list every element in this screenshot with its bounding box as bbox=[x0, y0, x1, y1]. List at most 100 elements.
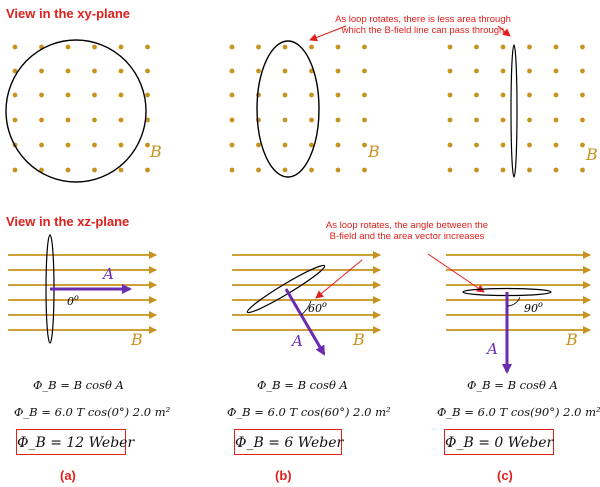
field-dot bbox=[118, 142, 124, 148]
field-dot bbox=[553, 68, 559, 74]
field-dot bbox=[553, 44, 559, 50]
field-dot bbox=[447, 92, 453, 98]
angle-label-a: 0o bbox=[67, 293, 79, 308]
field-dot bbox=[553, 92, 559, 98]
field-dot bbox=[65, 167, 71, 173]
field-dot bbox=[118, 44, 124, 50]
field-dot bbox=[92, 142, 97, 148]
field-dot bbox=[474, 92, 479, 98]
area-note-arrow-left bbox=[309, 25, 347, 42]
field-dot bbox=[65, 142, 71, 148]
field-dot bbox=[39, 117, 44, 123]
field-label-xy-b: B bbox=[367, 142, 380, 161]
field-dot bbox=[145, 68, 150, 74]
field-dot bbox=[92, 44, 97, 50]
field-dot bbox=[65, 44, 71, 50]
field-dot bbox=[92, 92, 97, 98]
field-dot bbox=[65, 92, 71, 98]
equation-general-b: Φ_B = B cosθ A bbox=[257, 378, 348, 392]
field-dot bbox=[362, 117, 367, 123]
field-dot bbox=[309, 92, 314, 98]
angle-label-b: 60o bbox=[308, 300, 327, 315]
angle-note-arrow-right bbox=[427, 253, 485, 293]
field-dot bbox=[335, 68, 341, 74]
field-dot bbox=[447, 117, 453, 123]
field-dot bbox=[580, 92, 585, 98]
field-dot bbox=[335, 142, 341, 148]
field-dot bbox=[229, 167, 235, 173]
field-dot bbox=[335, 167, 341, 173]
field-dot bbox=[39, 68, 44, 74]
field-dot bbox=[118, 92, 124, 98]
field-dot bbox=[527, 117, 532, 123]
field-dot bbox=[256, 167, 261, 173]
field-dot bbox=[145, 44, 150, 50]
field-dot bbox=[500, 167, 506, 173]
area-note-arrow-right bbox=[497, 25, 511, 37]
field-dot bbox=[118, 117, 124, 123]
area-note: As loop rotates, there is less area thro… bbox=[335, 14, 511, 36]
field-dot bbox=[553, 142, 559, 148]
loop-edge-on bbox=[510, 44, 518, 178]
loop-tilted bbox=[256, 40, 320, 178]
field-dot bbox=[362, 142, 367, 148]
xz-plane-title: View in the xz-plane bbox=[6, 214, 130, 229]
field-dot bbox=[39, 92, 44, 98]
field-dots-group bbox=[12, 44, 585, 173]
equation-numeric-c: Φ_B = 6.0 T cos(90°) 2.0 m² bbox=[437, 405, 600, 419]
field-dot bbox=[362, 167, 367, 173]
field-dot bbox=[145, 142, 150, 148]
panel-label-b: (b) bbox=[275, 468, 292, 483]
field-dot bbox=[527, 167, 532, 173]
field-dot bbox=[282, 68, 288, 74]
field-dot bbox=[65, 117, 71, 123]
field-dot bbox=[335, 92, 341, 98]
loop-face-on bbox=[5, 39, 147, 183]
field-dot bbox=[447, 142, 453, 148]
field-dot bbox=[282, 167, 288, 173]
field-dot bbox=[335, 117, 341, 123]
field-dot bbox=[500, 142, 506, 148]
field-dot bbox=[229, 117, 235, 123]
field-dot bbox=[65, 68, 71, 74]
field-dot bbox=[39, 142, 44, 148]
field-label-xz-c: B bbox=[565, 330, 578, 349]
field-dot bbox=[145, 92, 150, 98]
field-dot bbox=[12, 68, 18, 74]
area-label-c: A bbox=[485, 340, 498, 358]
field-dot bbox=[309, 44, 314, 50]
field-dot bbox=[256, 68, 261, 74]
field-dot bbox=[229, 44, 235, 50]
field-dot bbox=[553, 117, 559, 123]
field-dot bbox=[527, 68, 532, 74]
field-dot bbox=[527, 142, 532, 148]
field-dot bbox=[362, 68, 367, 74]
field-dot bbox=[39, 167, 44, 173]
result-a: Φ_B = 12 Weber bbox=[16, 429, 134, 455]
field-dot bbox=[580, 44, 585, 50]
field-dot bbox=[527, 92, 532, 98]
field-dot bbox=[282, 44, 288, 50]
field-dot bbox=[527, 44, 532, 50]
field-label-xz-b: B bbox=[352, 330, 365, 349]
field-dot bbox=[12, 117, 18, 123]
field-dot bbox=[229, 68, 235, 74]
field-dot bbox=[256, 142, 261, 148]
field-dot bbox=[282, 142, 288, 148]
field-dot bbox=[580, 142, 585, 148]
field-lines-group bbox=[8, 251, 591, 334]
equation-numeric-a: Φ_B = 6.0 T cos(0°) 2.0 m² bbox=[14, 405, 171, 419]
field-dot bbox=[474, 68, 479, 74]
field-dot bbox=[92, 68, 97, 74]
field-dot bbox=[500, 92, 506, 98]
area-label-a: A bbox=[101, 265, 114, 283]
area-label-b: A bbox=[290, 332, 303, 350]
field-label-xy-c: B bbox=[585, 145, 598, 164]
angle-arc-b bbox=[300, 300, 312, 316]
angle-label-c: 90o bbox=[524, 300, 543, 315]
panel-label-c: (c) bbox=[497, 468, 513, 483]
panel-label-a: (a) bbox=[60, 468, 76, 483]
field-label-xz-a: B bbox=[130, 330, 143, 349]
field-dot bbox=[580, 117, 585, 123]
xy-plane-title: View in the xy-plane bbox=[6, 6, 131, 21]
